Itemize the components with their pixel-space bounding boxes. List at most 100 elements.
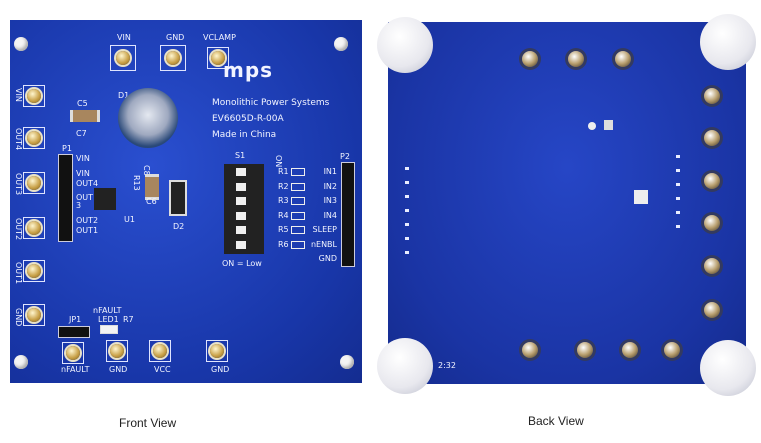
terminal-out4[interactable] — [23, 127, 45, 149]
terminal-out1[interactable] — [23, 260, 45, 282]
d1-label: D1 — [118, 91, 130, 100]
back-terminal — [704, 258, 720, 274]
p1-label: P1 — [62, 144, 72, 153]
terminal-label: GND — [109, 365, 128, 374]
capacitor-c5 — [70, 110, 100, 122]
back-via — [676, 197, 680, 200]
terminal-label: GND — [166, 33, 185, 42]
resistor — [291, 182, 305, 191]
mps-logo: mps — [223, 58, 274, 82]
c6-label: C6 — [146, 197, 157, 206]
terminal-vcc[interactable] — [149, 340, 171, 362]
terminal-label: OUT4 — [14, 128, 23, 151]
back-pad — [588, 122, 596, 130]
mounting-hole — [14, 37, 28, 51]
back-via — [405, 209, 409, 212]
origin: Made in China — [212, 130, 277, 140]
c7-label: C7 — [76, 129, 87, 138]
back-via — [676, 169, 680, 172]
p2-pin-label: IN2 — [323, 181, 337, 191]
resistor — [291, 197, 305, 205]
mounting-hole — [334, 37, 348, 51]
resistor-label: R6 — [278, 239, 289, 249]
standoff — [700, 340, 756, 396]
p2-pin-label: IN1 — [323, 167, 337, 176]
dip-switch-lever[interactable] — [236, 226, 246, 234]
back-terminal — [664, 342, 680, 358]
front-board: VIN GND VCLAMP VIN OUT4 OUT3 OUT2 OUT1 G… — [10, 20, 362, 383]
terminal-label: GND — [211, 365, 230, 374]
dip-switch-s1[interactable] — [224, 164, 264, 254]
terminal-gnd-left[interactable] — [23, 304, 45, 326]
back-via — [405, 251, 409, 254]
back-via — [405, 195, 409, 198]
p2-pin-label: GND — [318, 254, 337, 263]
standoff — [377, 338, 433, 394]
resistor-label: R1 — [278, 167, 289, 176]
company-name: Monolithic Power Systems — [212, 98, 330, 108]
dip-switch-lever[interactable] — [236, 211, 246, 220]
terminal-nfault[interactable] — [62, 342, 84, 364]
resistor-label: R3 — [278, 196, 289, 205]
front-view-caption: Front View — [119, 416, 177, 430]
back-terminal — [704, 173, 720, 189]
header-p1[interactable] — [58, 154, 73, 242]
terminal-vclamp[interactable] — [207, 47, 229, 69]
led-led1 — [100, 325, 118, 334]
p1-pin-label: OUT1 — [76, 226, 99, 235]
diode-d2 — [169, 180, 187, 216]
mounting-hole — [14, 355, 28, 369]
terminal-label: OUT1 — [14, 262, 23, 285]
terminal-gnd-bottom-2[interactable] — [206, 340, 228, 362]
header-p2[interactable] — [341, 162, 355, 267]
resistor-label: R5 — [278, 225, 289, 234]
capacitor-c6 — [145, 174, 159, 200]
terminal-label: nFAULT — [61, 365, 90, 374]
standoff — [377, 17, 433, 73]
resistor — [291, 226, 305, 234]
back-terminal — [704, 130, 720, 146]
terminal-label: VIN — [14, 88, 23, 102]
terminal-out2[interactable] — [23, 217, 45, 239]
d2-label: D2 — [173, 222, 185, 231]
terminal-vin[interactable] — [110, 45, 136, 71]
resistor — [291, 211, 305, 220]
ic-u1 — [94, 188, 116, 210]
dip-switch-lever[interactable] — [236, 240, 246, 249]
back-via — [405, 181, 409, 184]
p1-pin-label: OUT4 — [76, 179, 99, 188]
p2-pin-label: IN4 — [323, 210, 337, 220]
resistor — [291, 240, 305, 249]
back-view-caption: Back View — [528, 414, 584, 428]
back-via — [405, 223, 409, 226]
terminal-gnd-bottom[interactable] — [106, 340, 128, 362]
back-via — [405, 237, 409, 240]
dip-switch-lever[interactable] — [236, 182, 246, 191]
terminal-label: VCLAMP — [203, 33, 236, 42]
electrolytic-capacitor — [118, 88, 178, 148]
standoff — [700, 14, 756, 70]
back-terminal — [522, 342, 538, 358]
back-terminal — [577, 342, 593, 358]
p2-pin-label: nENBL — [310, 239, 337, 249]
r13-label: R13 — [132, 175, 141, 191]
back-via — [405, 167, 409, 170]
terminal-vin-left[interactable] — [23, 85, 45, 107]
jumper-jp1[interactable] — [58, 326, 90, 338]
dip-switch-lever[interactable] — [236, 168, 246, 176]
nfault-silk-label: nFAULT — [93, 306, 122, 315]
p2-pin-label: SLEEP — [312, 225, 337, 234]
back-via — [676, 225, 680, 228]
back-terminal — [522, 51, 538, 67]
terminal-label: GND — [14, 308, 23, 327]
terminal-gnd[interactable] — [160, 45, 186, 71]
terminal-label: VCC — [154, 365, 171, 374]
back-pad — [634, 190, 648, 204]
p1-pin-label: OUT2 — [76, 216, 99, 225]
back-terminal — [704, 88, 720, 104]
back-terminal — [622, 342, 638, 358]
resistor-label: R4 — [278, 210, 289, 220]
terminal-out3[interactable] — [23, 172, 45, 194]
p2-pin-label: IN3 — [323, 196, 337, 205]
dip-switch-lever[interactable] — [236, 197, 246, 205]
